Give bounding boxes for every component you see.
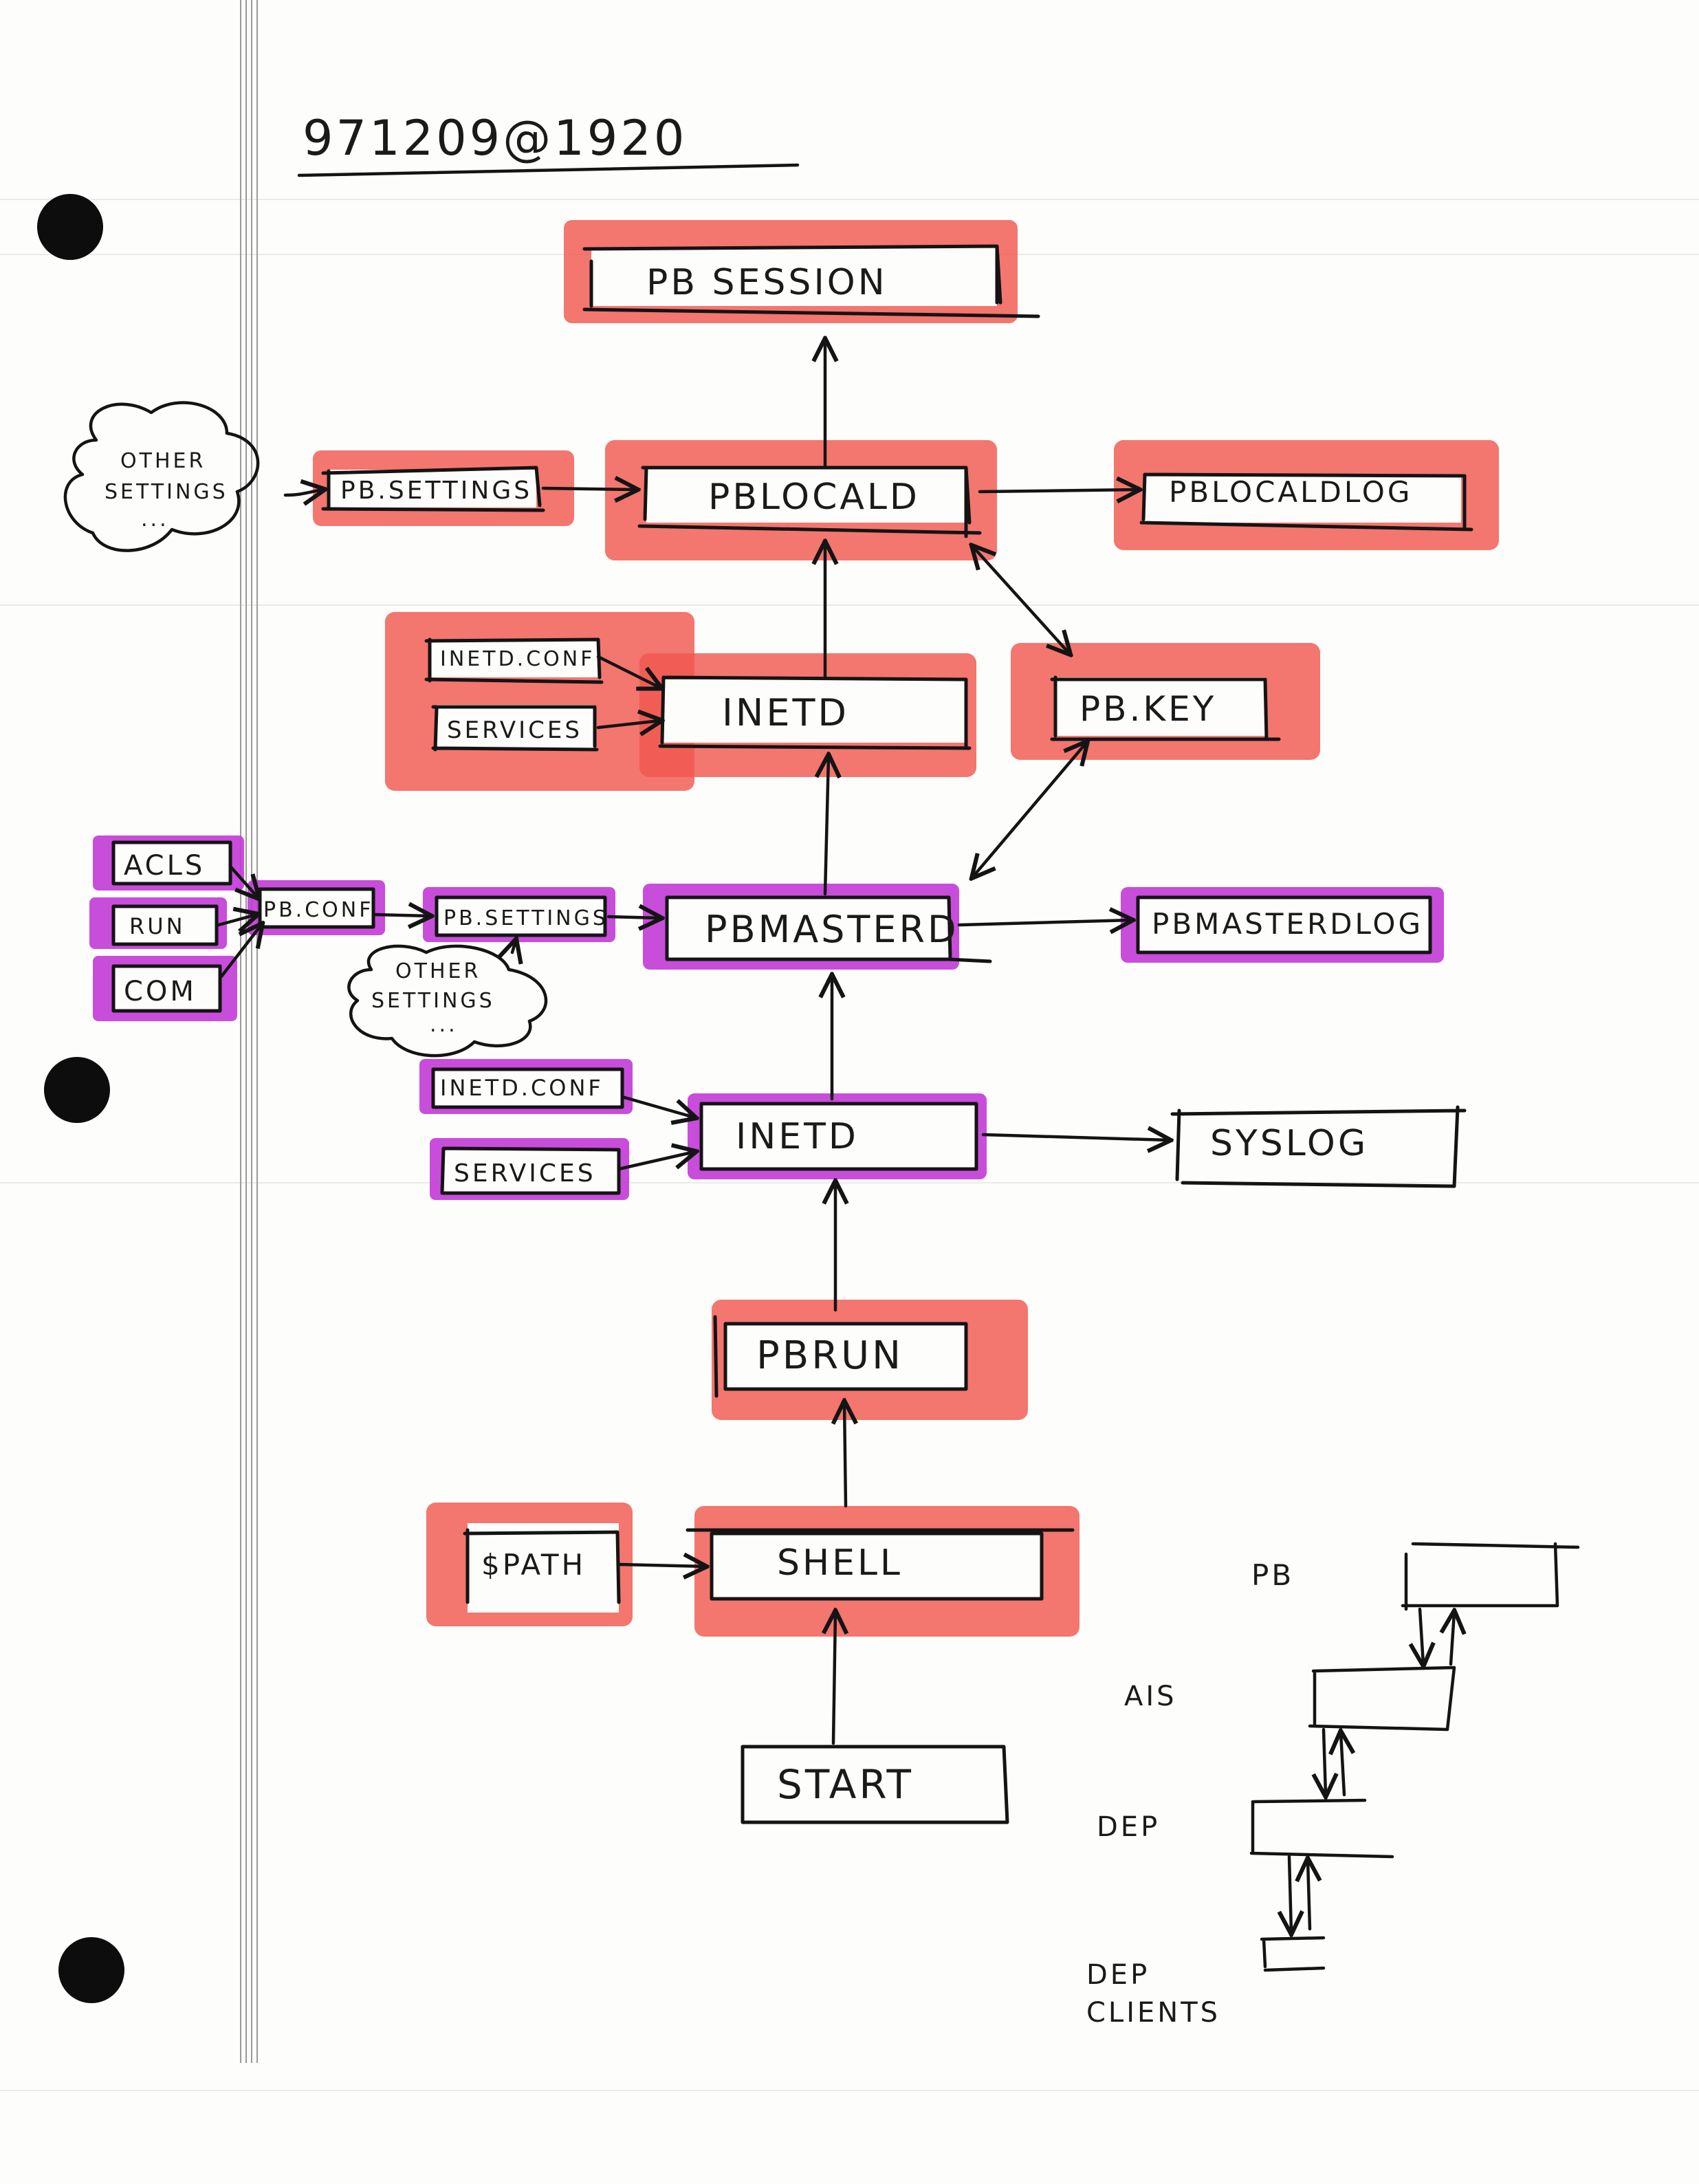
svg-text:PBMASTERD: PBMASTERD [705,908,959,951]
svg-text:START: START [777,1761,914,1808]
svg-text:AIS: AIS [1124,1681,1177,1712]
box-com: COM [111,964,222,1013]
svg-text:PBMASTERDLOG: PBMASTERDLOG [1152,907,1423,941]
box-inetd-conf-upper: INETD.CONF [424,637,604,684]
box-pbrun: PBRUN [713,1315,968,1398]
box-syslog: SYSLOG [1170,1105,1467,1188]
cloud-other-settings-top: OTHER SETTINGS ... [63,401,260,552]
svg-text:INETD: INETD [722,691,849,734]
svg-text:SETTINGS: SETTINGS [371,989,495,1013]
date-heading: 971209@1920 [303,110,687,166]
box-inetd-lower: INETD [699,1102,978,1171]
svg-text:PB.SETTINGS: PB.SETTINGS [443,906,609,930]
svg-text:PBLOCALD: PBLOCALD [708,477,920,518]
svg-text:CLIENTS: CLIENTS [1086,1997,1220,2029]
box-pb-settings-top: PB.SETTINGS [321,466,545,512]
svg-text:PB SESSION: PB SESSION [646,262,888,303]
box-pb-settings-mid: PB.SETTINGS [435,895,609,937]
box-pblocaldlog: PBLOCALDLOG [1139,472,1473,532]
svg-text:SYSLOG: SYSLOG [1210,1123,1368,1164]
box-inetd-upper: INETD [658,675,972,750]
box-pblocald: PBLOCALD [637,466,982,538]
box-start: START [741,1745,1009,1824]
svg-text:DEP: DEP [1097,1811,1160,1843]
cloud-other-settings-mid: OTHER SETTINGS ... [347,944,548,1058]
svg-text:PBLOCALDLOG: PBLOCALDLOG [1169,475,1412,509]
svg-text:RUN: RUN [129,913,186,939]
svg-text:DEP: DEP [1086,1959,1150,1991]
svg-text:ACLS: ACLS [124,850,205,882]
box-path: $PATH [463,1528,621,1604]
svg-text:INETD.CONF: INETD.CONF [440,1075,604,1101]
paper-rules [0,199,1699,2091]
side-sketch: PB AIS DEP DEP CLIENTS [1086,1542,1580,2029]
svg-text:PB: PB [1251,1558,1294,1592]
box-acls: ACLS [111,840,232,886]
box-pbmasterd: PBMASTERD [665,895,992,963]
box-run: RUN [111,904,219,946]
svg-text:SHELL: SHELL [777,1542,903,1584]
svg-text:...: ... [141,507,169,532]
box-services-lower: SERVICES [440,1146,621,1195]
svg-text:COM: COM [124,976,197,1007]
box-interiors [113,248,1461,1613]
box-shell: SHELL [686,1528,1075,1601]
svg-text:SETTINGS: SETTINGS [105,480,228,504]
svg-text:PB.CONF: PB.CONF [263,898,373,922]
svg-text:INETD: INETD [736,1116,859,1157]
connectors [217,340,1169,1745]
svg-text:...: ... [430,1013,458,1037]
svg-text:INETD.CONF: INETD.CONF [440,647,595,671]
svg-text:PB.KEY: PB.KEY [1079,689,1216,729]
box-pbmasterdlog: PBMASTERDLOG [1136,895,1432,954]
svg-text:SERVICES: SERVICES [454,1159,596,1188]
binder-holes [37,194,124,2003]
svg-text:$PATH: $PATH [481,1548,586,1582]
svg-text:OTHER: OTHER [395,959,481,983]
margin-lines [240,0,258,2063]
svg-text:PB.SETTINGS: PB.SETTINGS [340,477,532,505]
box-inetd-conf-lower: INETD.CONF [431,1067,624,1109]
svg-text:PBRUN: PBRUN [756,1333,903,1378]
box-pb-session: PB SESSION [582,244,1040,318]
svg-text:OTHER: OTHER [120,449,206,473]
date-underline [297,163,800,177]
box-services-upper: SERVICES [431,705,599,752]
svg-text:SERVICES: SERVICES [447,717,582,744]
